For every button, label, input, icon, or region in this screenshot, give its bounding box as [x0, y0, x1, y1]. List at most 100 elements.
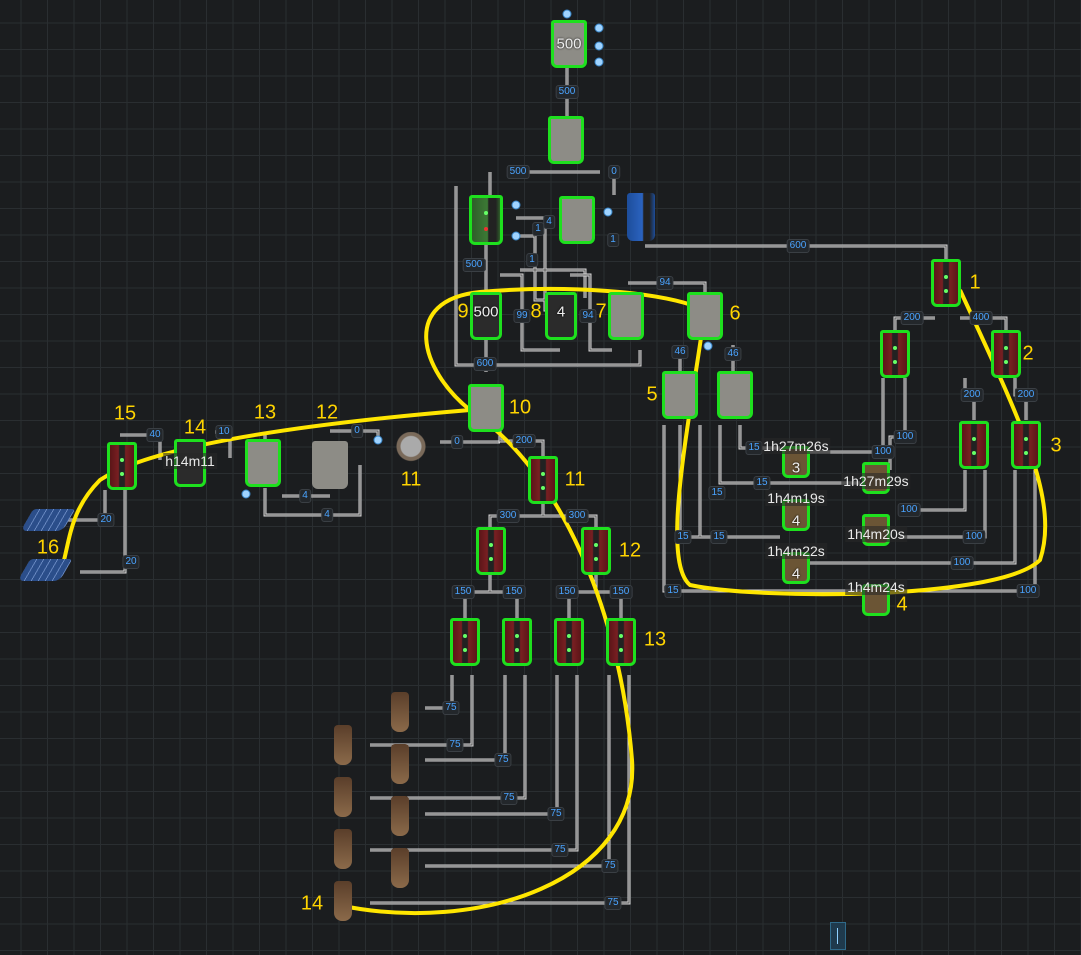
wind-turbine[interactable] [391, 744, 409, 784]
battery-time-remaining: 1h4m24s [845, 579, 907, 595]
connector-port[interactable] [594, 57, 604, 67]
power-panel[interactable] [468, 384, 504, 432]
satellite-dish[interactable] [396, 432, 426, 468]
battery[interactable] [880, 330, 910, 378]
wind-turbine[interactable] [334, 829, 352, 869]
wind-turbine[interactable] [391, 692, 409, 732]
battery[interactable] [1011, 421, 1041, 469]
battery[interactable] [476, 527, 506, 575]
status-led [893, 360, 897, 365]
wire-power-label: 200 [512, 434, 536, 448]
wire-power-label: 300 [565, 509, 589, 523]
device-display-value: 4 [791, 565, 801, 583]
wind-turbine[interactable] [334, 725, 352, 765]
annotation-number: 15 [113, 402, 137, 425]
annotation-number: 13 [643, 628, 667, 651]
battery[interactable] [450, 618, 480, 666]
status-led [541, 471, 545, 476]
status-led [515, 648, 519, 653]
wire-power-label: 94 [656, 276, 674, 290]
connector-port[interactable] [594, 23, 604, 33]
status-led [1004, 360, 1008, 365]
battery[interactable] [959, 421, 989, 469]
status-led [619, 633, 623, 638]
status-led [120, 472, 124, 477]
battery[interactable] [991, 330, 1021, 378]
wire-power-label: 75 [494, 753, 512, 767]
counter-device[interactable] [470, 292, 502, 340]
wind-turbine[interactable] [334, 777, 352, 817]
battery[interactable] [931, 259, 961, 307]
annotation-number: 9 [457, 300, 469, 323]
connector-port[interactable] [241, 489, 251, 499]
wire [455, 186, 641, 366]
battery-time-remaining: 1h4m22s [765, 543, 827, 559]
wire-power-label: 100 [950, 556, 974, 570]
wire-power-label: 15 [753, 476, 771, 490]
status-led [484, 226, 488, 231]
annotation-number: 16 [36, 536, 60, 559]
wire-power-label: 4 [299, 489, 311, 503]
connector-port[interactable] [594, 41, 604, 51]
annotation-number: 7 [595, 300, 607, 323]
status-led [1024, 436, 1028, 441]
wire-power-label: 20 [97, 513, 115, 527]
battery-time-remaining: 1h27m29s [841, 473, 911, 489]
electrical-branch[interactable] [548, 116, 584, 164]
wire-power-label: 75 [442, 701, 460, 715]
wire-power-label: 200 [1014, 388, 1038, 402]
computer-station[interactable] [312, 441, 348, 489]
wire-power-label: 75 [551, 843, 569, 857]
wire-power-label: 4 [543, 215, 555, 229]
power-panel[interactable] [662, 371, 698, 419]
battery[interactable] [581, 527, 611, 575]
status-led [972, 451, 976, 456]
connector-port[interactable] [703, 341, 713, 351]
wire-power-label: 10 [215, 425, 233, 439]
wind-turbine[interactable] [391, 796, 409, 836]
battery[interactable] [107, 442, 137, 490]
wire-power-label: 150 [555, 585, 579, 599]
power-panel[interactable] [245, 439, 281, 487]
display-device[interactable] [551, 20, 587, 68]
wire-power-label: 200 [960, 388, 984, 402]
battery[interactable] [554, 618, 584, 666]
connector-port[interactable] [562, 9, 572, 19]
annotation-number: 12 [618, 539, 642, 562]
power-panel[interactable] [559, 196, 595, 244]
wire-power-label: 150 [609, 585, 633, 599]
annotation-number: 14 [183, 416, 207, 439]
status-led [594, 557, 598, 562]
wire-power-label: 100 [1016, 584, 1040, 598]
annotation-number: 1 [969, 271, 981, 294]
battery[interactable] [606, 618, 636, 666]
device-display-value: 500 [556, 35, 582, 53]
wire-power-label: 75 [601, 859, 619, 873]
connector-port[interactable] [373, 435, 383, 445]
status-led [619, 648, 623, 653]
connector-port[interactable] [511, 200, 521, 210]
battery-time-remaining: 1h4m19s [765, 490, 827, 506]
connector-port[interactable] [511, 231, 521, 241]
wind-turbine[interactable] [391, 848, 409, 888]
battery-blue[interactable] [627, 193, 655, 241]
wire-power-label: 75 [547, 807, 565, 821]
battery-time-remaining: h14m11 [163, 453, 217, 469]
power-panel[interactable] [717, 371, 753, 419]
power-panel[interactable] [687, 292, 723, 340]
toolbar-toggle-button[interactable] [830, 922, 846, 950]
annotation-number: 3 [1050, 434, 1062, 457]
battery[interactable] [528, 456, 558, 504]
wire-power-label: 0 [608, 165, 620, 179]
connector-port[interactable] [603, 207, 613, 217]
status-led [893, 345, 897, 350]
status-led [463, 648, 467, 653]
and-switch[interactable] [608, 292, 644, 340]
large-battery[interactable] [469, 195, 503, 245]
wire-power-label: 75 [500, 791, 518, 805]
battery[interactable] [502, 618, 532, 666]
wire-power-label: 99 [513, 309, 531, 323]
wire-power-label: 46 [671, 345, 689, 359]
wind-turbine[interactable] [334, 881, 352, 921]
counter-device[interactable] [545, 292, 577, 340]
